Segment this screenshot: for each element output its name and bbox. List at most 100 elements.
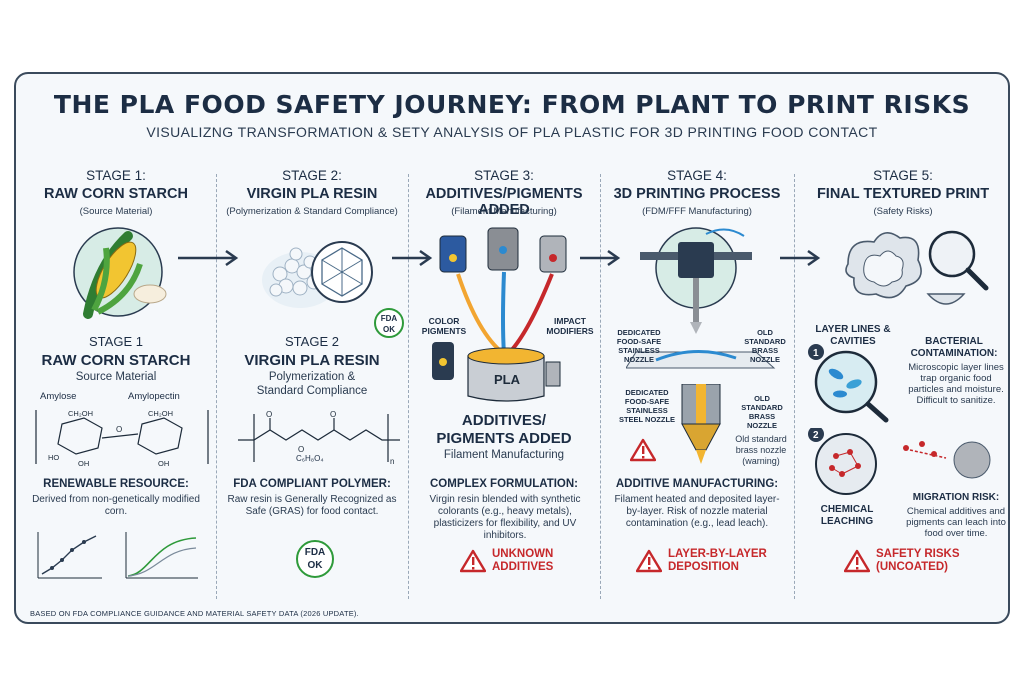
svg-text:O: O: [298, 445, 304, 454]
stage-1-column: STAGE 1: RAW CORN STARCH (Source Materia…: [16, 168, 216, 608]
svg-text:HO: HO: [48, 453, 59, 462]
nozzle-closeup-icon: [681, 384, 721, 464]
nozzle-stainless-tag-2: DEDICATED FOOD-SAFE STAINLESS STEEL NOZZ…: [618, 388, 676, 424]
stage-2-big-name: VIRGIN PLA RESIN: [244, 352, 380, 369]
svg-text:n: n: [390, 457, 394, 466]
stage-1-big-sub: Source Material: [75, 371, 157, 383]
stage-2-section-body: Raw resin is Generally Recognized as Saf…: [227, 494, 397, 517]
warning-icon: [630, 438, 656, 462]
svg-text:CH₂OH: CH₂OH: [148, 409, 173, 418]
pla-polymer-diagram: O O O n: [238, 410, 400, 466]
stage-4-warning: LAYER-BY-LAYER DEPOSITION: [636, 548, 788, 574]
svg-text:OH: OH: [78, 459, 89, 468]
flow-arrow-icon: [178, 249, 239, 267]
additives-barrels-icon: [432, 227, 567, 402]
nozzle-brass-tag: OLD STANDARD BRASS NOZZLE: [744, 328, 786, 364]
stage-2-name: VIRGIN PLA RESIN: [246, 186, 378, 202]
stage-2-big-sub-2: Standard Compliance: [256, 385, 368, 397]
fda-badge-bottom: OK: [307, 560, 323, 571]
amylopectin-label: Amylopectin: [128, 391, 180, 402]
stage-4-warning-text: LAYER-BY-LAYER DEPOSITION: [668, 548, 767, 573]
chemical-leaching-head: CHEMICAL LEACHING: [820, 504, 874, 527]
curve-chart-icon: [125, 532, 198, 579]
color-pigments-tag: COLOR PIGMENTS: [421, 316, 467, 336]
stage-5-name: FINAL TEXTURED PRINT: [816, 186, 990, 202]
flow-arrow-icon: [392, 249, 433, 267]
stage-3-section-head: COMPLEX FORMULATION:: [430, 478, 578, 490]
stage-5-column: STAGE 5: FINAL TEXTURED PRINT (Safety Ri…: [794, 168, 1008, 608]
resin-pellets-icon: [262, 241, 373, 308]
stage-4-label: STAGE 4:: [667, 168, 727, 183]
infographic-frame: THE PLA FOOD SAFETY JOURNEY: FROM PLANT …: [14, 72, 1010, 624]
growth-chart-icon: [37, 532, 102, 579]
warning-icon: [844, 549, 870, 573]
stage-5-label: STAGE 5:: [873, 168, 933, 183]
stage-3-name: ADDITIVES/PIGMENTS ADDED: [425, 186, 583, 218]
stage-2-big-label: STAGE 2: [285, 334, 339, 349]
stage-divider: [794, 174, 795, 599]
stage-3-label: STAGE 3:: [474, 168, 534, 183]
starch-molecule-diagram: O HO OH OH CH₂OH CH₂OH: [35, 409, 209, 468]
stage-3-warning-text: UNKNOWN ADDITIVES: [492, 548, 554, 573]
step-1-label: 1: [813, 348, 819, 359]
impact-modifiers-tag: IMPACT MODIFIERS: [546, 316, 594, 336]
bacterial-body: Microscopic layer lines trap organic foo…: [908, 362, 1004, 406]
bacterial-head: BACTERIAL CONTAMINATION:: [910, 336, 998, 359]
printed-parts-icon: [845, 230, 989, 305]
flow-arrow-icon: [780, 249, 821, 267]
stage-4-name: 3D PRINTING PROCESS: [613, 186, 781, 202]
stage-3-sub: (Filament Manufacturing): [451, 206, 557, 217]
warning-icon: [460, 549, 486, 573]
stage-1-name: RAW CORN STARCH: [44, 186, 188, 202]
stage-3-warning: UNKNOWN ADDITIVES: [460, 548, 582, 574]
layer-lines-tag: LAYER LINES & CAVITIES: [815, 324, 891, 347]
stage-2-label: STAGE 2:: [282, 168, 342, 183]
stage-4-column: STAGE 4: 3D PRINTING PROCESS (FDM/FFF Ma…: [600, 168, 794, 608]
svg-text:O: O: [266, 410, 272, 419]
formula-label: C₆H₈O₄: [296, 454, 324, 463]
page-subtitle: VISUALIZNG TRANSFORMATION & SETY ANALYSI…: [146, 124, 878, 140]
fda-badge-top: FDA: [380, 314, 398, 323]
3d-printer-icon: [626, 227, 776, 369]
svg-text:O: O: [330, 410, 336, 419]
stage-divider: [600, 174, 601, 599]
stage-2-big-sub-1: Polymerization &: [268, 371, 356, 383]
stage-5-warning-text: SAFETY RISKS (UNCOATED): [876, 548, 960, 573]
stage-divider: [408, 174, 409, 599]
stage-3-column: STAGE 3: ADDITIVES/PIGMENTS ADDED (Filam…: [408, 168, 600, 608]
stage-1-sub: (Source Material): [79, 206, 153, 217]
stage-3-big-name-1: ADDITIVES/: [461, 412, 547, 429]
fda-badge-bottom: OK: [383, 325, 395, 334]
stage-2-column: STAGE 2: VIRGIN PLA RESIN (Polymerizatio…: [216, 168, 408, 608]
stage-5-warning: SAFETY RISKS (UNCOATED): [844, 548, 986, 574]
svg-text:OH: OH: [158, 459, 169, 468]
stage-1-big-name: RAW CORN STARCH: [41, 352, 191, 369]
stage-5-sub: (Safety Risks): [873, 206, 933, 217]
migration-body: Chemical additives and pigments can leac…: [906, 506, 1006, 539]
stage-4-sub: (FDM/FFF Manufacturing): [642, 206, 752, 217]
stage-4-section-head: ADDITIVE MANUFACTURING:: [615, 478, 779, 490]
svg-text:O: O: [116, 425, 122, 434]
bacteria-magnifier-icon: 1: [808, 344, 889, 423]
stage-divider: [216, 174, 217, 599]
stage-2-sub: (Polymerization & Standard Compliance): [226, 206, 398, 217]
step-2-label: 2: [813, 430, 819, 441]
corn-icon: [73, 227, 167, 319]
amylose-label: Amylose: [40, 391, 77, 402]
fda-ok-badge-small: FDA OK: [374, 308, 404, 338]
nozzle-stainless-tag: DEDICATED FOOD-SAFE STAINLESS NOZZLE: [616, 328, 662, 364]
chemical-leaching-icon: 2: [808, 428, 991, 495]
stage-1-section-head: RENEWABLE RESOURCE:: [43, 478, 189, 490]
stage-3-big-sub: Filament Manufacturing: [443, 449, 565, 461]
stage-2-section-head: FDA COMPLIANT POLYMER:: [233, 478, 391, 490]
warning-icon: [636, 549, 662, 573]
pla-vat-label: PLA: [494, 372, 520, 387]
page-title: THE PLA FOOD SAFETY JOURNEY: FROM PLANT …: [53, 90, 971, 119]
stage-4-section-body: Filament heated and deposited layer-by-l…: [614, 494, 780, 529]
stage-1-label: STAGE 1:: [86, 168, 146, 183]
migration-head: MIGRATION RISK:: [912, 492, 1000, 503]
stage-1-big-label: STAGE 1: [89, 334, 143, 349]
stage-1-section-body: Derived from non-genetically modified co…: [32, 494, 200, 517]
nozzle-brass-tag-2: OLD STANDARD BRASS NOZZLE: [741, 394, 783, 430]
svg-text:CH₂OH: CH₂OH: [68, 409, 93, 418]
